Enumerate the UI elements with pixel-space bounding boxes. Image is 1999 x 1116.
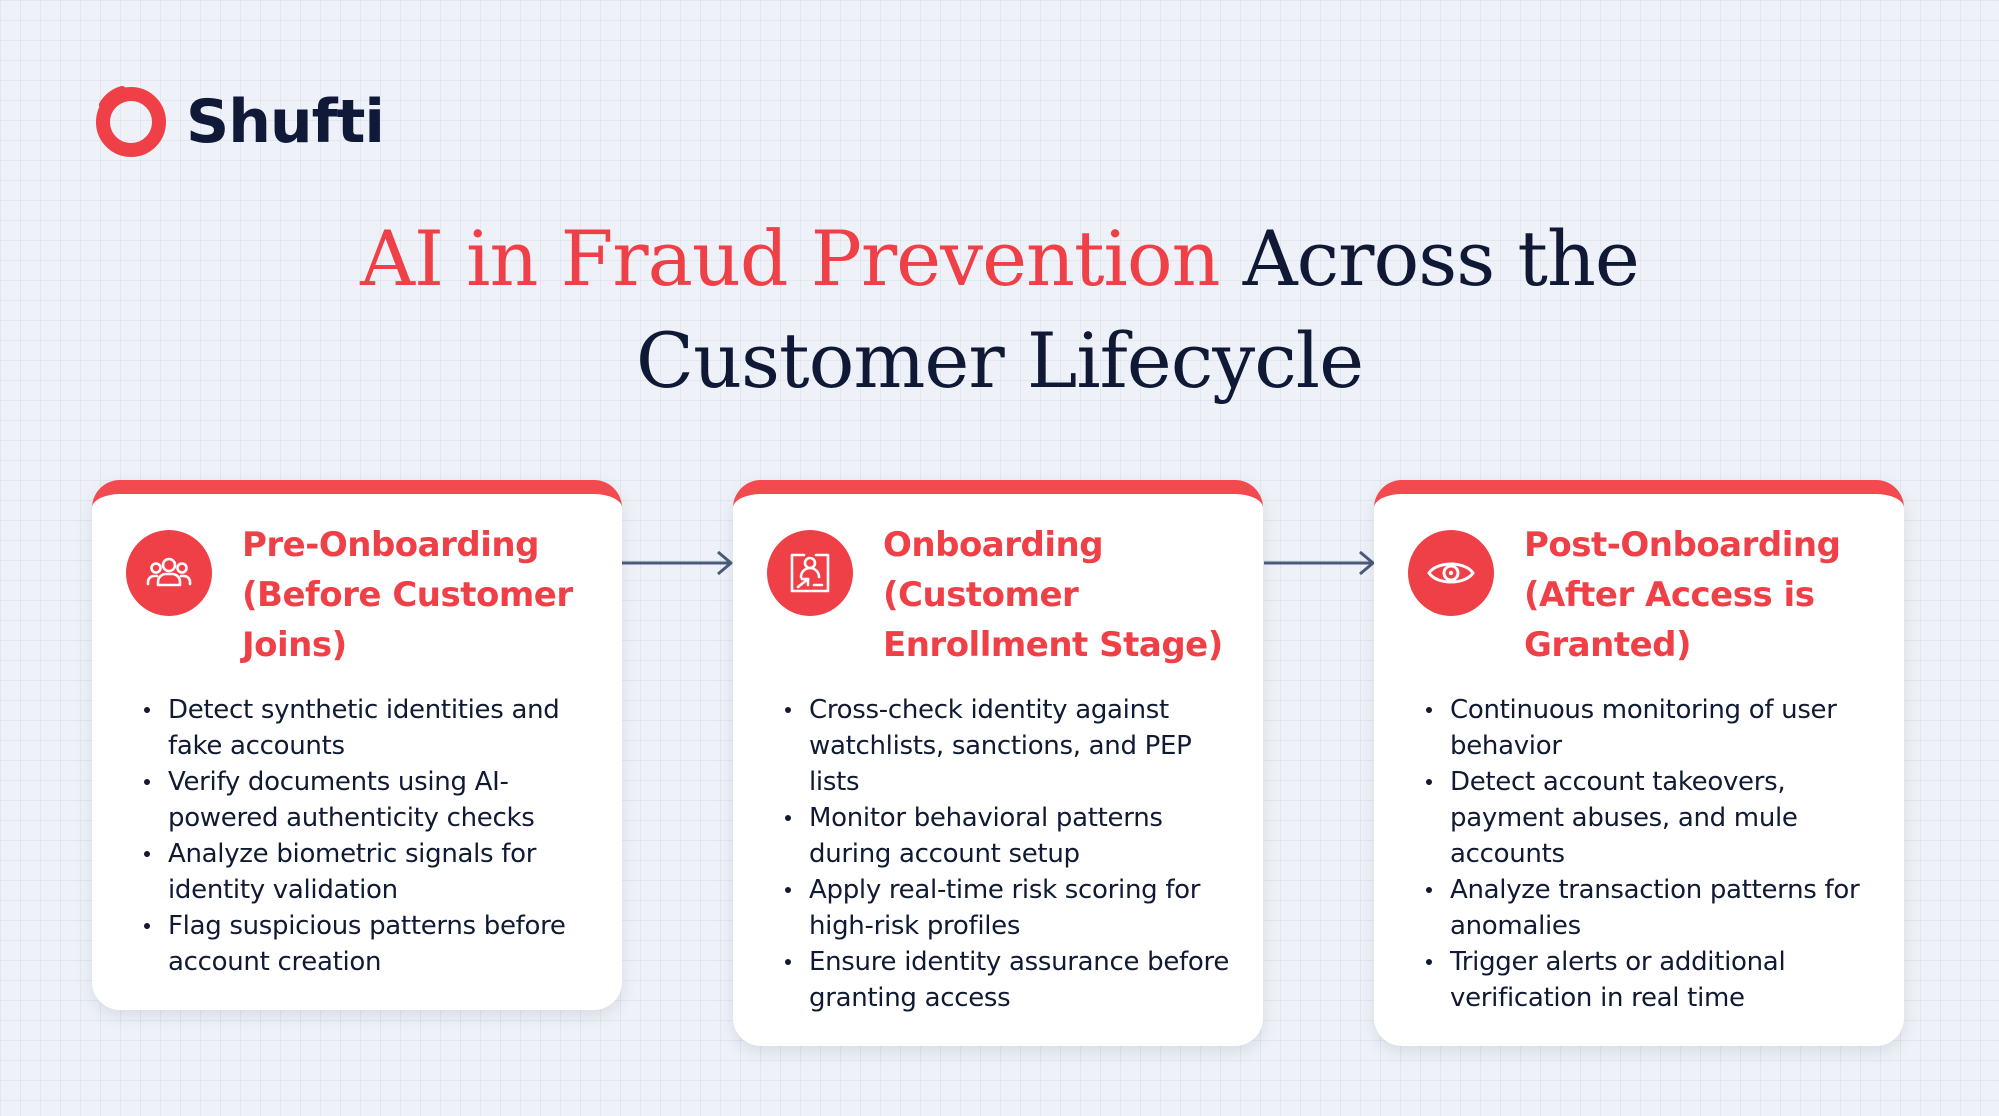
bullet-item: Trigger alerts or additional verificatio… (1426, 944, 1874, 1016)
bullet-item: Apply real-time risk scoring for high-ri… (785, 872, 1233, 944)
stage-bullets: Cross-check identity against watchlists,… (767, 692, 1233, 1016)
bullet-item: Ensure identity assurance before grantin… (785, 944, 1233, 1016)
stage-card-post-onboarding: Post-Onboarding (After Access is Granted… (1374, 480, 1904, 1046)
bullet-item: Cross-check identity against watchlists,… (785, 692, 1233, 800)
stage-bullets: Continuous monitoring of user behavior D… (1408, 692, 1874, 1016)
bullet-item: Flag suspicious patterns before account … (144, 908, 592, 980)
flow-arrow-icon (622, 550, 733, 576)
user-enroll-icon (767, 530, 853, 616)
flow-arrow-icon (1264, 550, 1375, 576)
title-line-1: AI in Fraud Prevention Across the (0, 208, 1999, 310)
bullet-item: Continuous monitoring of user behavior (1426, 692, 1874, 764)
bullet-item: Analyze transaction patterns for anomali… (1426, 872, 1874, 944)
users-group-icon (126, 530, 212, 616)
title-line-2: Customer Lifecycle (635, 316, 1364, 405)
stage-card-onboarding: Onboarding (Customer Enrollment Stage) C… (733, 480, 1263, 1046)
title-accent: AI in Fraud Prevention (360, 214, 1220, 303)
bullet-item: Verify documents using AI-powered authen… (144, 764, 592, 836)
stage-card-pre-onboarding: Pre-Onboarding (Before Customer Joins) D… (92, 480, 622, 1010)
bullet-item: Detect account takeovers, payment abuses… (1426, 764, 1874, 872)
stage-bullets: Detect synthetic identities and fake acc… (126, 692, 592, 980)
stage-title: Onboarding (Customer Enrollment Stage) (883, 525, 1223, 665)
eye-icon (1408, 530, 1494, 616)
bullet-item: Analyze biometric signals for identity v… (144, 836, 592, 908)
bullet-item: Detect synthetic identities and fake acc… (144, 692, 592, 764)
page-title: AI in Fraud Prevention Across the Custom… (0, 208, 1999, 412)
brand-logo: Shufti (92, 83, 385, 161)
shufti-logo-icon (96, 86, 166, 157)
brand-name: Shufti (186, 87, 385, 157)
bullet-item: Monitor behavioral patterns during accou… (785, 800, 1233, 872)
stage-title: Pre-Onboarding (Before Customer Joins) (242, 525, 573, 665)
stage-title: Post-Onboarding (After Access is Granted… (1524, 525, 1841, 665)
title-rest: Across the (1219, 214, 1640, 303)
